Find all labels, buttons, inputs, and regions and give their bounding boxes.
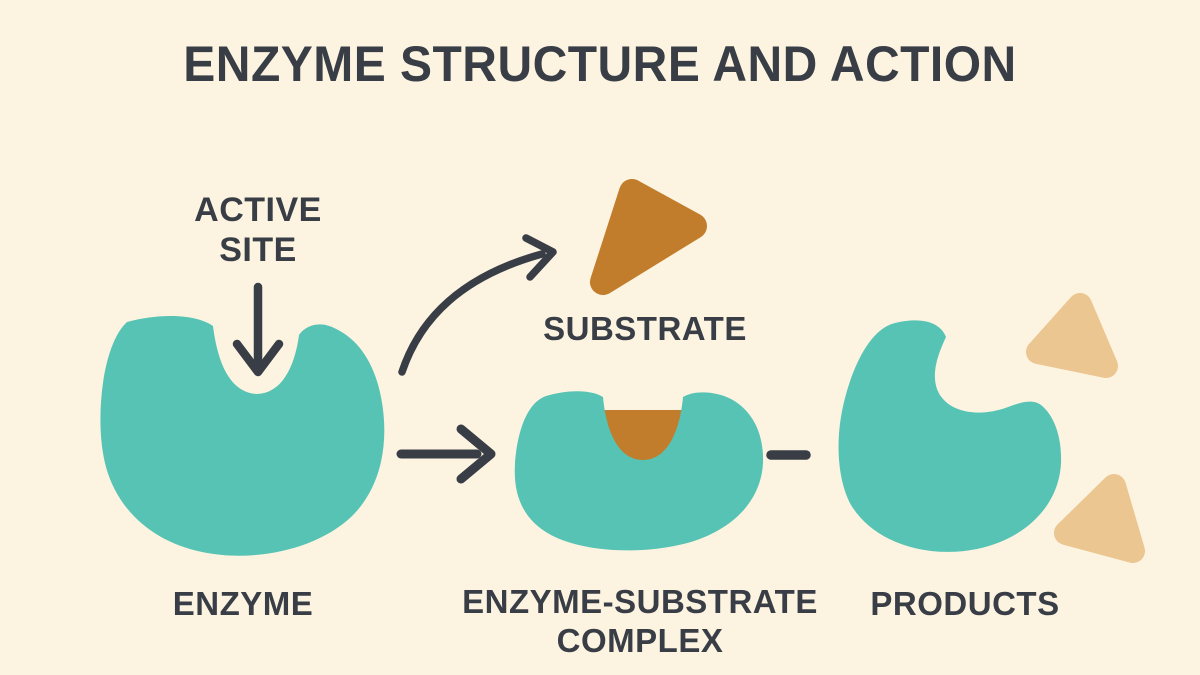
enzyme-substrate-complex-label: ENZYME-SUBSTRATE COMPLEX	[462, 583, 818, 659]
active-site-label: ACTIVE SITE	[194, 191, 322, 270]
substrate-shape	[590, 179, 707, 295]
enzyme-shape	[100, 316, 385, 556]
substrate-label: SUBSTRATE	[543, 310, 747, 347]
page-title: ENZYME STRUCTURE AND ACTION	[183, 36, 1017, 92]
products-enzyme-shape	[838, 320, 1062, 552]
products-label: PRODUCTS	[870, 585, 1060, 622]
active-site-arrow-icon	[232, 282, 284, 377]
enzyme-label: ENZYME	[172, 585, 314, 622]
substrate-arrow-icon	[398, 234, 557, 376]
binding-arrow-icon	[396, 424, 496, 484]
product-triangle-top	[1026, 293, 1118, 378]
product-triangle-bottom	[1054, 474, 1145, 563]
complex-enzyme-shape	[514, 391, 764, 551]
